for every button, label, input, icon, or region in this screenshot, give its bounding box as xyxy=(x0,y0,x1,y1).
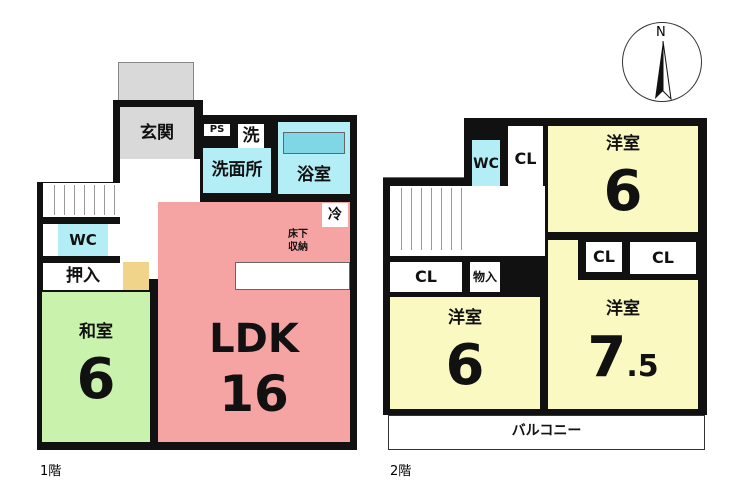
ps: PS xyxy=(204,124,230,136)
north-label: N xyxy=(656,25,666,40)
balcony-label: バルコニー xyxy=(511,423,582,439)
porch xyxy=(118,62,194,102)
bathroom-label: 浴室 xyxy=(297,164,331,185)
ldk-labels: LDK 16 xyxy=(209,316,299,424)
floor2-label: 2階 xyxy=(390,464,412,479)
storage-2f: 物入 xyxy=(470,262,500,292)
closet-2f-2: CL xyxy=(390,262,462,292)
kitchen-counter xyxy=(235,262,350,290)
closet-2f-4: CL xyxy=(630,242,696,274)
wc-2f: WC xyxy=(472,140,500,188)
balcony xyxy=(388,415,705,450)
stairs xyxy=(45,185,120,215)
western-room-a: 洋室 6 xyxy=(548,126,698,232)
wc: WC xyxy=(43,224,123,256)
ldk xyxy=(158,202,350,442)
washitsu: 和室 6 xyxy=(42,292,150,442)
underfloor-storage: 床下収納 xyxy=(288,229,308,253)
washroom: 洗面所 xyxy=(203,148,271,193)
stairs-2f xyxy=(392,188,464,250)
north-arrow-icon xyxy=(655,41,672,101)
compass: N xyxy=(622,22,702,102)
closet-2f-3: CL xyxy=(586,242,622,272)
bathtub-icon xyxy=(283,132,345,154)
fridge-space: 冷 xyxy=(322,203,348,227)
entrance: 玄関 xyxy=(120,107,194,159)
washer: 洗 xyxy=(238,124,264,148)
floor-step xyxy=(123,262,149,290)
western-room-b: 洋室 6 xyxy=(390,297,540,409)
closet-2f-1: CL xyxy=(508,126,543,192)
western-room-c-upper xyxy=(548,240,578,285)
western-room-c: 洋室 7.5 xyxy=(548,280,698,409)
floor1-label: 1階 xyxy=(40,464,62,479)
closet: 押入 xyxy=(43,263,123,290)
